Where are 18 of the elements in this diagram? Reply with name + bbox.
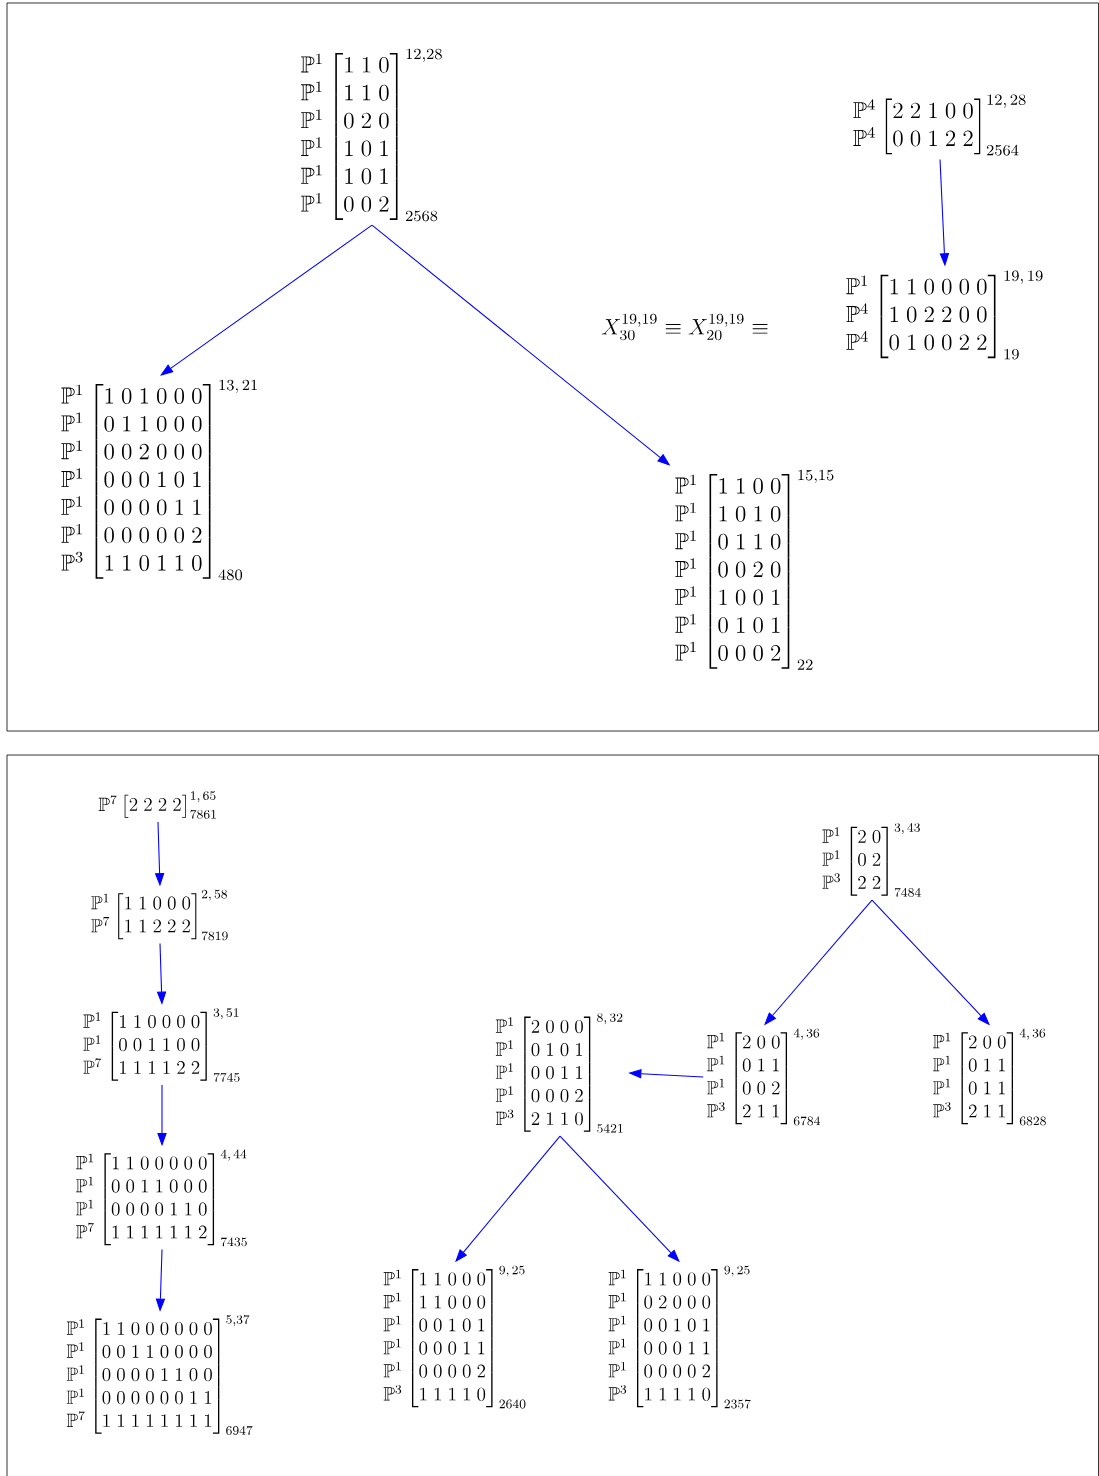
configuration-matrix: $\begin{matrix}\mathbb{P}^1\\\mathbb{P}^4\\\mathbb{P}^4\end{matrix}\begin{bmatrix}1&1&0&0&0&0\\1&0&2&2&0&0\\0&1&0&0&2&2\end{bmatrix}^{19,\,19}_{19}$ <box>846 270 1043 360</box>
configuration-matrix: $\begin{matrix}\mathbb{P}^1\\\mathbb{P}^7\end{matrix}\begin{bmatrix}1&1&0&0&0\\1&1&2&2&2\end{bmatrix}^{2,\,58}_{7819}$ <box>91 889 228 941</box>
configuration-matrix: $\begin{matrix}\mathbb{P}^1\\\mathbb{P}^1\\\mathbb{P}^7\end{matrix}\begin{bmatrix}1&1&0&0&0&0\\0&0&1&1&0&0\\1&1&1&1&2&2\end{bmatrix}^{3,\,51}_{7745}$ <box>83 1008 240 1082</box>
configuration-matrix: $\begin{matrix}\mathbb{P}^1\\\mathbb{P}^1\\\mathbb{P}^1\\\mathbb{P}^3\end{matrix}\begin{bmatrix}2&0&0\\0&1&1\\0&0&2\\2&1&1\end{bmatrix}^{4,\,36}_{6784}$ <box>707 1028 821 1126</box>
configuration-matrix: $\begin{matrix}\mathbb{P}^1\\\mathbb{P}^1\\\mathbb{P}^1\\\mathbb{P}^1\\\mathbb{P}^1\\\mathbb{P}^1\\\mathbb{P}^1\end{matrix}\begin{bmatrix}1&1&0&0\\1&0&1&0\\0&1&1&0\\0&0&2&0\\1&0&0&1\\0&1&0&1\\0&0&0&2\end{bmatrix}^{15,15}_{22}$ <box>675 469 834 670</box>
configuration-matrix: $\begin{matrix}\mathbb{P}^1\\\mathbb{P}^1\\\mathbb{P}^1\\\mathbb{P}^1\\\mathbb{P}^7\end{matrix}\begin{bmatrix}1&1&0&0&0&0&0&0\\0&0&1&1&0&0&0&0\\0&0&0&0&1&1&0&0\\0&0&0&0&0&0&1&1\\1&1&1&1&1&1&1&1\end{bmatrix}^{5,37}_{6947}$ <box>66 1315 253 1435</box>
configuration-matrix: $\begin{matrix}\mathbb{P}^1\\\mathbb{P}^1\\\mathbb{P}^1\\\mathbb{P}^1\\\mathbb{P}^1\\\mathbb{P}^1\end{matrix}\begin{bmatrix}1&1&0\\1&1&0\\0&2&0\\1&0&1\\1&0&1\\0&0&2\end{bmatrix}^{12,28}_{2568}$ <box>300 48 442 222</box>
configuration-matrix: $\begin{matrix}\mathbb{P}^1\\\mathbb{P}^1\\\mathbb{P}^1\\\mathbb{P}^1\\\mathbb{P}^3\end{matrix}\begin{bmatrix}2&0&0&0\\0&1&0&1\\0&0&1&1\\0&0&0&2\\2&1&1&0\end{bmatrix}^{8,\,32}_{5421}$ <box>495 1013 623 1133</box>
configuration-matrix: $\begin{matrix}\mathbb{P}^1\\\mathbb{P}^1\\\mathbb{P}^1\\\mathbb{P}^1\\\mathbb{P}^1\\\mathbb{P}^3\end{matrix}\begin{bmatrix}1&1&0&0&0\\1&1&0&0&0\\0&0&1&0&1\\0&0&0&1&1\\0&0&0&0&2\\1&1&1&1&0\end{bmatrix}^{9,\,25}_{2640}$ <box>383 1265 526 1409</box>
configuration-matrix: $\begin{matrix}\mathbb{P}^1\\\mathbb{P}^1\\\mathbb{P}^3\end{matrix}\begin{bmatrix}2&0\\0&2\\2&2\end{bmatrix}^{3,\,43}_{7484}$ <box>822 823 921 897</box>
configuration-matrix: $\begin{matrix}\mathbb{P}^1\\\mathbb{P}^1\\\mathbb{P}^1\\\mathbb{P}^3\end{matrix}\begin{bmatrix}2&0&0\\0&1&1\\0&1&1\\2&1&1\end{bmatrix}^{4,\,36}_{6828}$ <box>933 1028 1046 1126</box>
configuration-matrix: $\begin{matrix}\mathbb{P}^4\\\mathbb{P}^4\end{matrix}\begin{bmatrix}2&2&1&0&0\\0&0&1&2&2\end{bmatrix}^{12,\,28}_{2564}$ <box>853 94 1026 156</box>
formula-label: $X_{30}^{19,19}\equiv X_{20}^{19,19}\equiv$ <box>601 313 768 341</box>
configuration-matrix: $\begin{matrix}\mathbb{P}^1\\\mathbb{P}^1\\\mathbb{P}^1\\\mathbb{P}^1\\\mathbb{P}^1\\\mathbb{P}^1\\\mathbb{P}^3\end{matrix}\begin{bmatrix}1&0&1&0&0&0\\0&1&1&0&0&0\\0&0&2&0&0&0\\0&0&0&1&0&1\\0&0&0&0&1&1\\0&0&0&0&0&2\\1&1&0&1&1&0\end{bmatrix}^{13,\,21}_{480}$ <box>61 379 257 581</box>
configuration-matrix: $\begin{matrix}\mathbb{P}^1\\\mathbb{P}^1\\\mathbb{P}^1\\\mathbb{P}^1\\\mathbb{P}^1\\\mathbb{P}^3\end{matrix}\begin{bmatrix}1&1&0&0&0\\0&2&0&0&0\\0&0&1&0&1\\0&0&0&1&1\\0&0&0&0&2\\1&1&1&1&0\end{bmatrix}^{9,\,25}_{2357}$ <box>608 1265 751 1409</box>
arrow <box>160 224 373 376</box>
configuration-matrix: $\mathbb{P}^7\begin{bmatrix}2&2&2&2\end{bmatrix}^{1,\,65}_{7861}$ <box>98 791 216 819</box>
configuration-matrix: $\begin{matrix}\mathbb{P}^1\\\mathbb{P}^1\\\mathbb{P}^1\\\mathbb{P}^7\end{matrix}\begin{bmatrix}1&1&0&0&0&0&0\\0&0&1&1&0&0&0\\0&0&0&0&1&1&0\\1&1&1&1&1&1&2\end{bmatrix}^{4,\,44}_{7435}$ <box>76 1149 247 1247</box>
